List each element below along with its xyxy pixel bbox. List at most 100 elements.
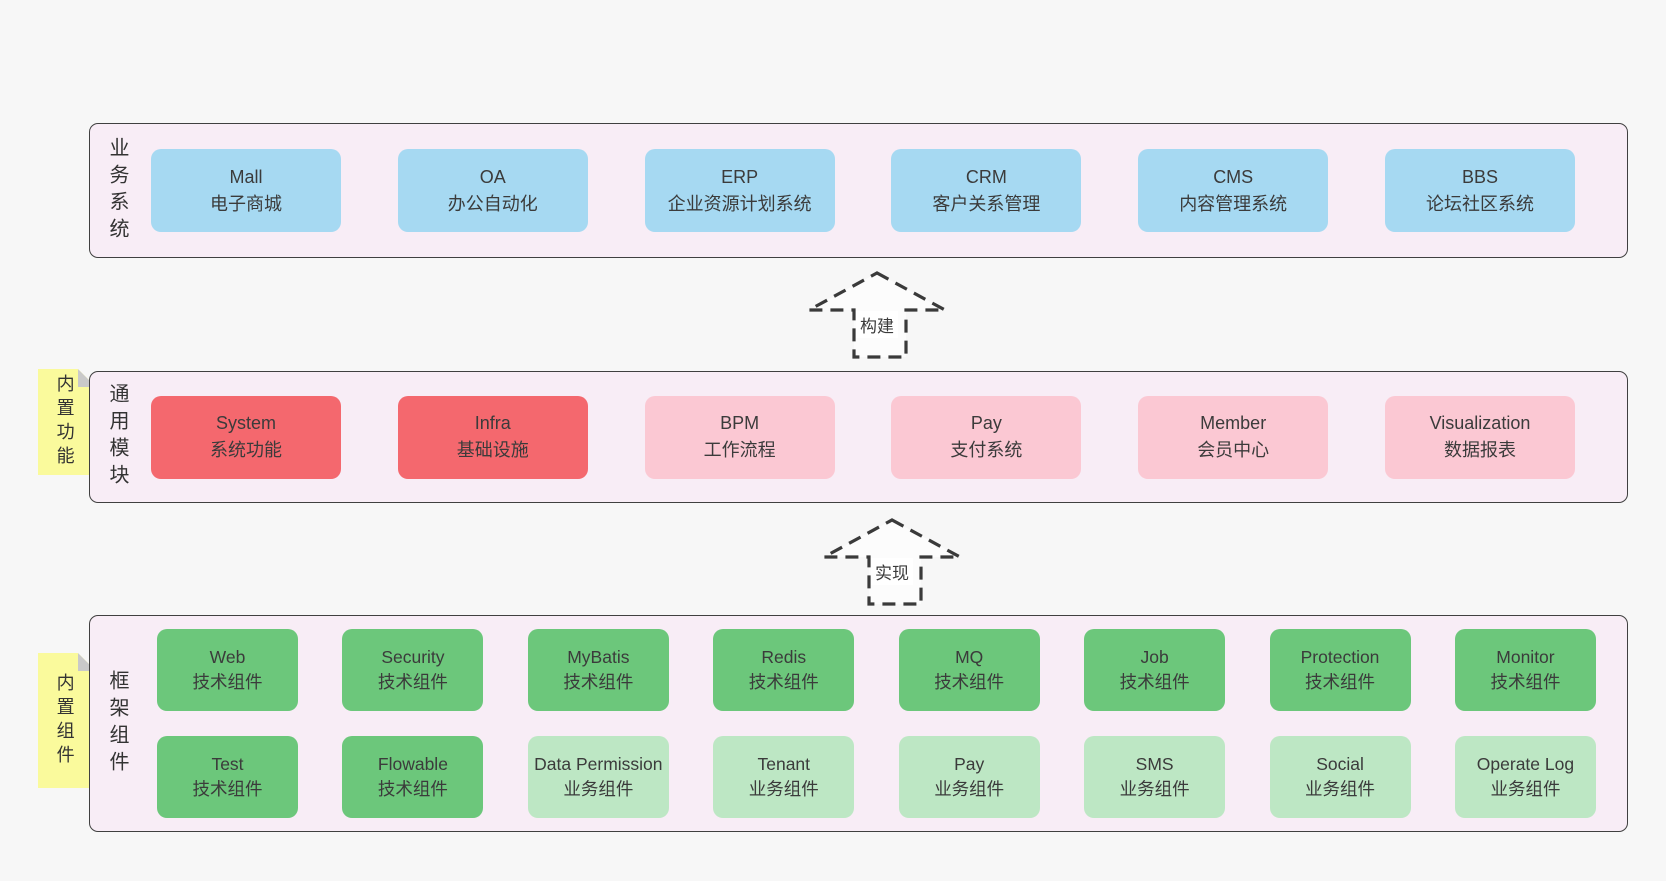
box-crm: CRM 客户关系管理 xyxy=(891,149,1082,232)
box-subtitle: 业务组件 xyxy=(934,779,1005,799)
box-subtitle: 技术组件 xyxy=(1490,672,1561,692)
box-title: Member xyxy=(1200,413,1267,433)
module-boxes-row: System 系统功能 Infra 基础设施 BPM 工作流程 Pay 支付系统… xyxy=(90,372,1627,502)
box-title: Redis xyxy=(761,647,807,668)
box-subtitle: 技术组件 xyxy=(1305,672,1376,692)
box-subtitle: 技术组件 xyxy=(934,672,1005,692)
box-subtitle: 技术组件 xyxy=(748,672,819,692)
component-row-1: Web 技术组件 Security 技术组件 MyBatis 技术组件 Redi… xyxy=(157,629,1596,711)
box-redis: Redis 技术组件 xyxy=(713,629,855,711)
box-data-permission: Data Permission 业务组件 xyxy=(527,736,669,818)
box-subtitle: 业务组件 xyxy=(1490,779,1561,799)
box-member: Member 会员中心 xyxy=(1138,395,1329,479)
box-pay-component: Pay 业务组件 xyxy=(898,736,1040,818)
box-job: Job 技术组件 xyxy=(1084,629,1226,711)
box-title: Security xyxy=(381,647,445,668)
box-subtitle: 内容管理系统 xyxy=(1179,193,1288,214)
box-title: BBS xyxy=(1461,166,1498,187)
box-subtitle: 技术组件 xyxy=(192,672,263,692)
box-title: Job xyxy=(1140,647,1169,668)
box-title: CRM xyxy=(965,166,1007,187)
box-title: Tenant xyxy=(757,754,811,775)
layer-side-label: 业务系统 xyxy=(106,136,128,245)
box-visualization: Visualization 数据报表 xyxy=(1384,395,1575,479)
box-social: Social 业务组件 xyxy=(1269,736,1411,818)
box-title: Test xyxy=(211,754,244,775)
box-subtitle: 支付系统 xyxy=(950,440,1023,460)
layer-business-systems: 业务系统 Mall 电子商城 OA 办公自动化 ERP 企业资源计划系统 CRM… xyxy=(89,123,1628,258)
box-mq: MQ 技术组件 xyxy=(898,629,1040,711)
arrow-label: 构建 xyxy=(856,311,898,338)
box-subtitle: 会员中心 xyxy=(1197,440,1270,460)
box-title: Social xyxy=(1316,754,1364,775)
box-title: OA xyxy=(479,166,506,187)
box-subtitle: 业务组件 xyxy=(563,779,634,799)
box-pay: Pay 支付系统 xyxy=(891,395,1082,479)
box-monitor: Monitor 技术组件 xyxy=(1454,629,1596,711)
sticky-note-built-in-components: 内置组件 xyxy=(38,653,96,788)
box-cms: CMS 内容管理系统 xyxy=(1138,149,1329,232)
box-title: Web xyxy=(209,647,246,668)
box-subtitle: 技术组件 xyxy=(563,672,634,692)
box-subtitle: 客户关系管理 xyxy=(932,193,1041,214)
box-title: Data Permission xyxy=(534,754,663,775)
box-web: Web 技术组件 xyxy=(157,629,298,711)
box-title: Infra xyxy=(474,413,511,433)
arrow-build: 构建 xyxy=(806,270,948,360)
box-title: CMS xyxy=(1213,166,1254,187)
component-boxes-rows: Web 技术组件 Security 技术组件 MyBatis 技术组件 Redi… xyxy=(90,616,1627,831)
box-security: Security 技术组件 xyxy=(342,629,484,711)
box-title: MQ xyxy=(955,647,984,668)
box-title: Monitor xyxy=(1496,647,1555,668)
box-erp: ERP 企业资源计划系统 xyxy=(644,149,835,232)
box-protection: Protection 技术组件 xyxy=(1269,629,1411,711)
box-subtitle: 技术组件 xyxy=(192,779,263,799)
box-subtitle: 电子商城 xyxy=(210,193,282,214)
box-tenant: Tenant 业务组件 xyxy=(713,736,855,818)
layer-framework-components: 框架组件 Web 技术组件 Security 技术组件 MyBatis 技术组件… xyxy=(89,615,1628,832)
box-bpm: BPM 工作流程 xyxy=(644,395,835,479)
layer-common-modules: 通用模块 System 系统功能 Infra 基础设施 BPM 工作流程 Pay… xyxy=(89,371,1628,503)
box-operate-log: Operate Log 业务组件 xyxy=(1454,736,1596,818)
box-subtitle: 基础设施 xyxy=(456,440,529,460)
box-title: BPM xyxy=(720,413,760,433)
component-row-2: Test 技术组件 Flowable 技术组件 Data Permission … xyxy=(157,736,1596,818)
box-title: ERP xyxy=(721,166,759,187)
box-infra: Infra 基础设施 xyxy=(397,395,588,479)
box-subtitle: 办公自动化 xyxy=(447,193,538,214)
box-subtitle: 技术组件 xyxy=(377,779,448,799)
box-subtitle: 企业资源计划系统 xyxy=(667,193,812,214)
arrow-implement: 实现 xyxy=(821,517,963,607)
box-subtitle: 业务组件 xyxy=(1119,779,1190,799)
box-subtitle: 工作流程 xyxy=(703,440,776,460)
box-flowable: Flowable 技术组件 xyxy=(342,736,484,818)
arrow-label: 实现 xyxy=(871,558,913,585)
box-title: System xyxy=(215,413,276,433)
box-sms: SMS 业务组件 xyxy=(1084,736,1226,818)
box-mall: Mall 电子商城 xyxy=(151,149,341,232)
layer-side-label: 通用模块 xyxy=(106,383,128,491)
box-subtitle: 技术组件 xyxy=(1119,672,1190,692)
box-title: MyBatis xyxy=(567,647,630,668)
box-bbs: BBS 论坛社区系统 xyxy=(1384,149,1575,232)
sticky-label: 内置组件 xyxy=(54,672,75,769)
box-title: Visualization xyxy=(1429,413,1531,433)
box-system: System 系统功能 xyxy=(151,395,341,479)
box-subtitle: 数据报表 xyxy=(1443,440,1516,460)
box-oa: OA 办公自动化 xyxy=(397,149,588,232)
box-subtitle: 系统功能 xyxy=(210,440,282,460)
box-title: Flowable xyxy=(377,754,448,775)
box-subtitle: 技术组件 xyxy=(377,672,448,692)
box-title: Operate Log xyxy=(1476,754,1575,775)
box-subtitle: 业务组件 xyxy=(748,779,819,799)
sticky-note-built-in-features: 内置功能 xyxy=(38,369,96,475)
box-title: Protection xyxy=(1300,647,1380,668)
box-subtitle: 业务组件 xyxy=(1305,779,1376,799)
box-title: Mall xyxy=(229,166,263,187)
box-test: Test 技术组件 xyxy=(157,736,298,818)
box-subtitle: 论坛社区系统 xyxy=(1425,193,1534,214)
box-title: Pay xyxy=(954,754,985,775)
box-mybatis: MyBatis 技术组件 xyxy=(527,629,669,711)
sticky-label: 内置功能 xyxy=(54,374,75,470)
